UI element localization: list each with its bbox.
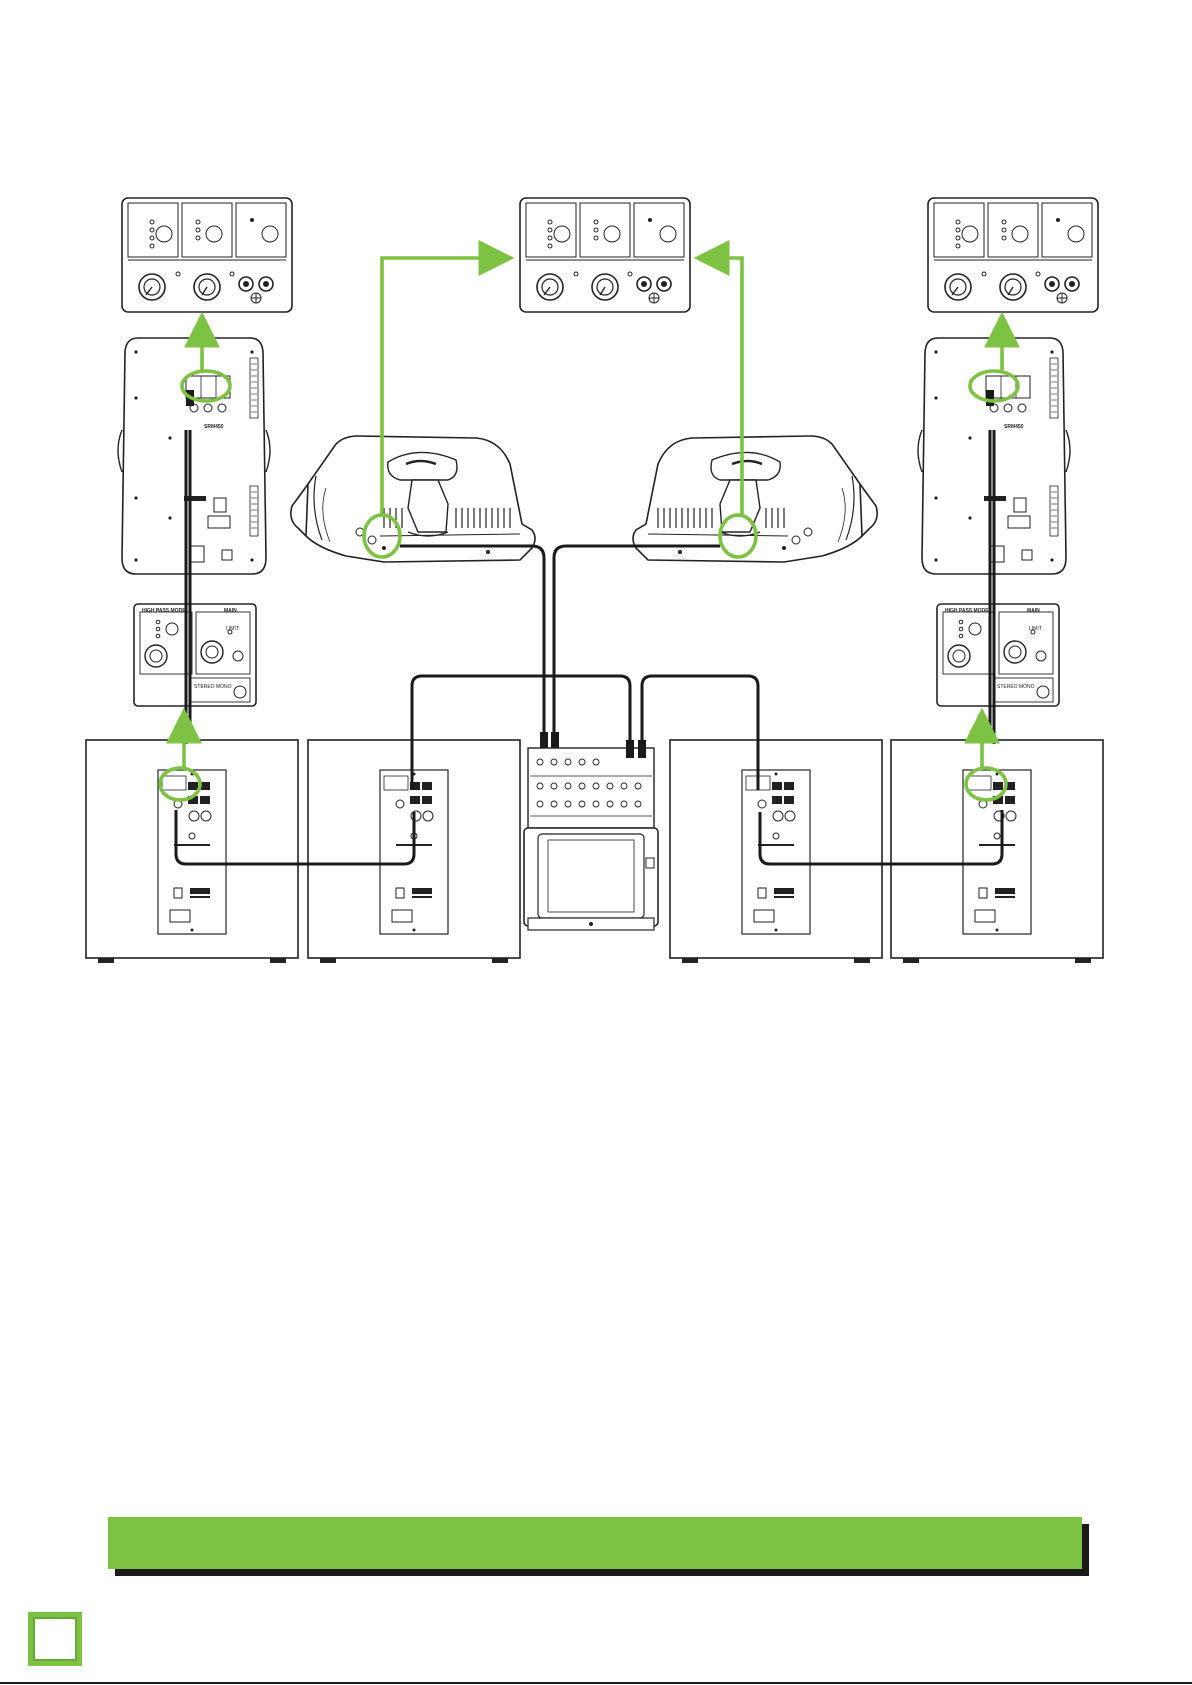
page-number-tab bbox=[28, 1612, 82, 1666]
high-pass-mode-label: HIGH PASS MODE bbox=[945, 608, 989, 614]
subwoofer-3 bbox=[670, 740, 882, 963]
right-speaker-control-panel bbox=[928, 198, 1098, 312]
limit-label: LIMIT bbox=[226, 626, 239, 632]
page-number bbox=[33, 1617, 77, 1661]
left-sub-control-panel: HIGH PASS MODE MAIN LIMIT STEREO MONO bbox=[134, 604, 256, 706]
main-label: MAIN bbox=[224, 608, 237, 614]
stereo-mono-label: STEREO MONO bbox=[997, 684, 1035, 690]
right-sub-control-panel: HIGH PASS MODE MAIN LIMIT STEREO MONO bbox=[937, 604, 1059, 706]
center-speaker-control-panel bbox=[520, 198, 690, 312]
main-label: MAIN bbox=[1027, 608, 1040, 614]
stereo-mono-label: STEREO MONO bbox=[194, 684, 232, 690]
subwoofer-4 bbox=[891, 740, 1103, 963]
mixer bbox=[524, 748, 658, 930]
limit-label: LIMIT bbox=[1029, 626, 1042, 632]
left-speaker-control-panel bbox=[122, 198, 292, 312]
footer-rule bbox=[0, 1682, 1192, 1684]
subwoofer-1 bbox=[86, 740, 298, 963]
green-banner bbox=[108, 1517, 1082, 1569]
signal-flow-highlights bbox=[160, 258, 1018, 800]
high-pass-mode-label: HIGH PASS MODE bbox=[142, 608, 186, 614]
left-wedge-monitor bbox=[291, 436, 535, 562]
